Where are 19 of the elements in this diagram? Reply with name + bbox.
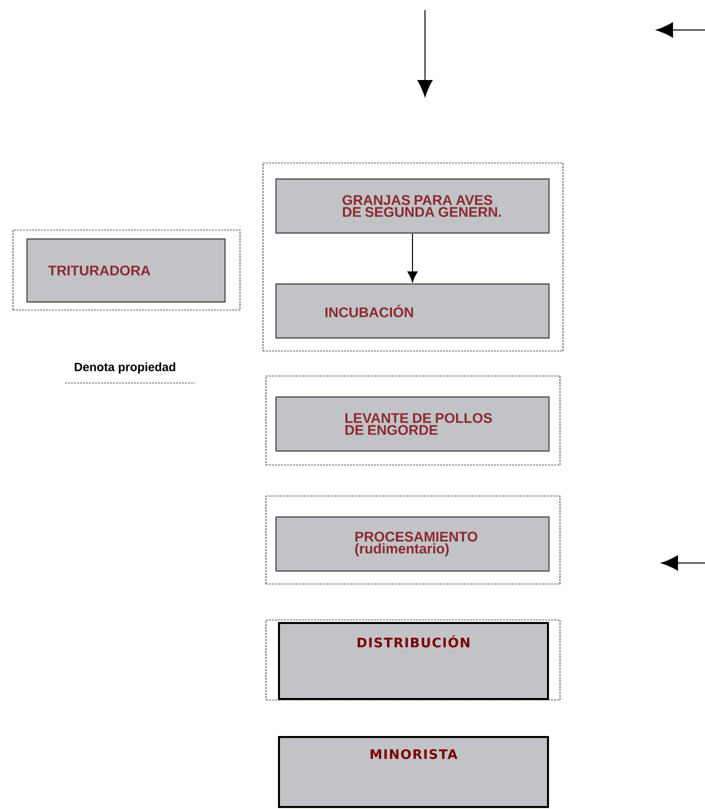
box-label: MINORISTA: [370, 749, 458, 760]
process-box: [275, 283, 550, 339]
process-box: [275, 178, 550, 234]
process-box: [275, 396, 550, 452]
box-label: PROCESAMIENTO (rudimentario): [355, 532, 478, 556]
box-label: GRANJAS PARA AVES DE SEGUNDA GENERN.: [342, 195, 501, 217]
box-label: INCUBACIÓN: [325, 304, 413, 318]
legend-label: Denota propiedad: [74, 362, 176, 374]
arrow: [407, 233, 418, 282]
box-label: LEVANTE DE POLLOS DE ENGORDE: [345, 413, 492, 435]
box-label: TRITURADORA: [48, 266, 150, 276]
process-box: [278, 736, 549, 808]
ownership-frame: [12, 230, 240, 310]
ownership-frame: [262, 162, 564, 352]
process-box: [275, 516, 550, 572]
ownership-frame: [266, 376, 560, 466]
process-box: [26, 238, 226, 303]
box-label: DISTRIBUCIÓN: [358, 635, 470, 648]
ownership-frame: [266, 496, 560, 584]
